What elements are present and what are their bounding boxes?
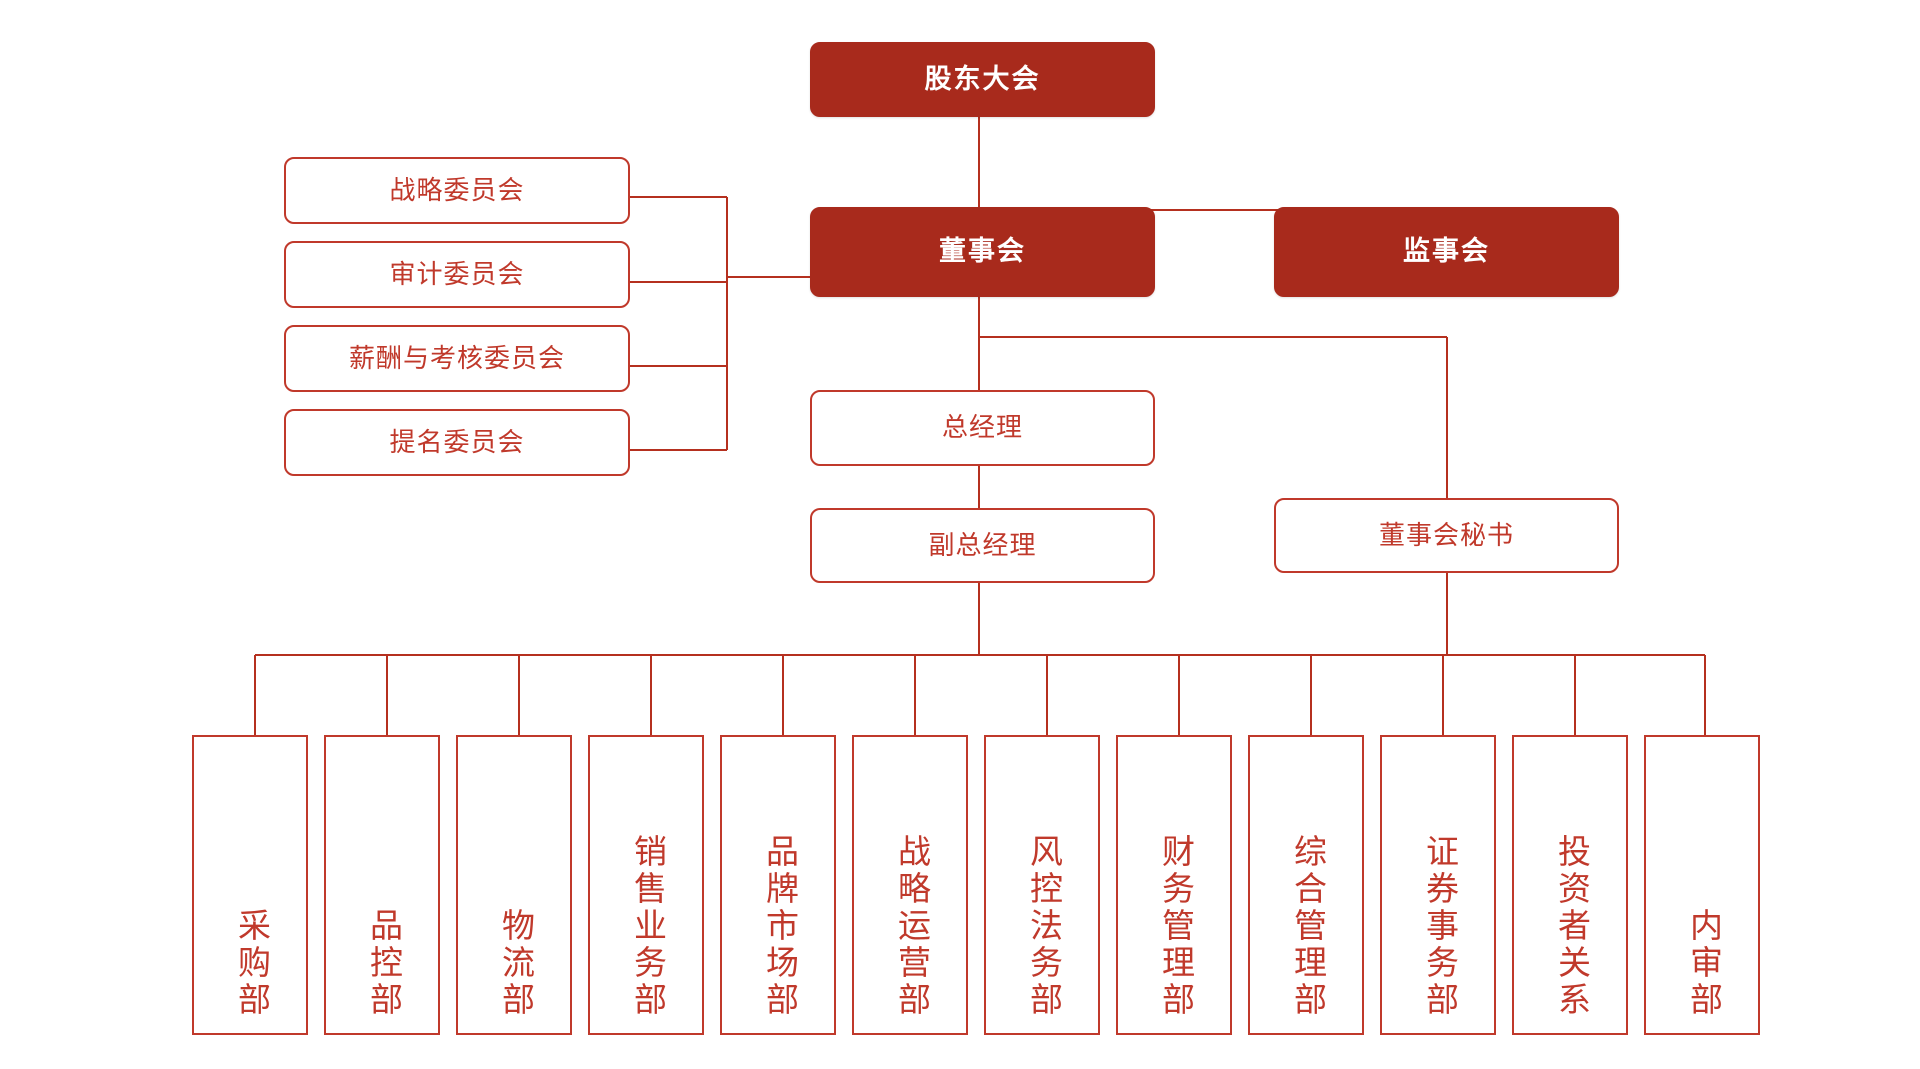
node-department-quality-control-label: 品控部: [364, 908, 401, 1019]
node-board-of-directors[interactable]: 董事会: [810, 207, 1155, 297]
node-department-logistics[interactable]: 物流部: [456, 735, 572, 1035]
node-department-procurement[interactable]: 采购部: [192, 735, 308, 1035]
node-department-procurement-label: 采购部: [232, 908, 269, 1019]
node-department-logistics-label: 物流部: [496, 908, 533, 1019]
node-department-general-administration-label: 综合管理部: [1288, 834, 1325, 1019]
node-department-strategy-operations-label: 战略运营部: [892, 834, 929, 1019]
node-board-of-supervisors[interactable]: 监事会: [1274, 207, 1619, 297]
node-department-finance-label: 财务管理部: [1156, 834, 1193, 1019]
node-department-risk-legal-label: 风控法务部: [1024, 834, 1061, 1019]
node-deputy-general-manager-label: 副总经理: [928, 530, 1037, 560]
node-board-of-directors-label: 董事会: [939, 236, 1026, 267]
node-department-internal-audit-label: 内审部: [1684, 908, 1721, 1019]
node-department-general-administration[interactable]: 综合管理部: [1248, 735, 1364, 1035]
node-department-securities-affairs-label: 证券事务部: [1420, 834, 1457, 1019]
node-committee-strategy[interactable]: 战略委员会: [284, 157, 630, 224]
node-department-investor-relations[interactable]: 投资者关系: [1512, 735, 1628, 1035]
node-committee-audit-label: 审计委员会: [389, 259, 525, 289]
node-general-manager-label: 总经理: [941, 413, 1023, 443]
node-committee-compensation-label: 薪酬与考核委员会: [348, 343, 565, 373]
node-department-investor-relations-label: 投资者关系: [1552, 834, 1589, 1019]
node-board-secretary[interactable]: 董事会秘书: [1274, 498, 1619, 573]
node-department-sales[interactable]: 销售业务部: [588, 735, 704, 1035]
node-shareholders-meeting[interactable]: 股东大会: [810, 42, 1155, 117]
node-department-internal-audit[interactable]: 内审部: [1644, 735, 1760, 1035]
node-department-sales-label: 销售业务部: [628, 834, 665, 1019]
node-department-quality-control[interactable]: 品控部: [324, 735, 440, 1035]
node-department-brand-marketing[interactable]: 品牌市场部: [720, 735, 836, 1035]
node-department-finance[interactable]: 财务管理部: [1116, 735, 1232, 1035]
node-committee-nomination[interactable]: 提名委员会: [284, 409, 630, 476]
node-board-of-supervisors-label: 监事会: [1403, 236, 1490, 267]
node-committee-strategy-label: 战略委员会: [389, 175, 525, 205]
node-department-securities-affairs[interactable]: 证券事务部: [1380, 735, 1496, 1035]
node-department-brand-marketing-label: 品牌市场部: [760, 834, 797, 1019]
node-board-secretary-label: 董事会秘书: [1378, 520, 1514, 550]
node-deputy-general-manager[interactable]: 副总经理: [810, 508, 1155, 583]
node-department-risk-legal[interactable]: 风控法务部: [984, 735, 1100, 1035]
node-committee-compensation[interactable]: 薪酬与考核委员会: [284, 325, 630, 392]
node-shareholders-meeting-label: 股东大会: [924, 63, 1041, 94]
node-general-manager[interactable]: 总经理: [810, 390, 1155, 466]
node-committee-nomination-label: 提名委员会: [389, 427, 525, 457]
node-department-strategy-operations[interactable]: 战略运营部: [852, 735, 968, 1035]
node-committee-audit[interactable]: 审计委员会: [284, 241, 630, 308]
